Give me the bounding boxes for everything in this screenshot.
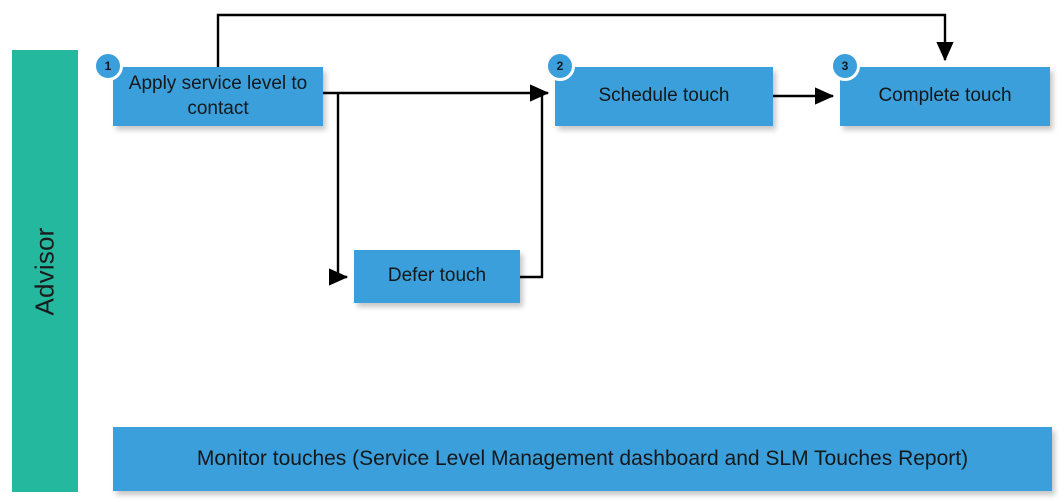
node-schedule-label: Schedule touch — [598, 85, 730, 107]
connector-defer-to-schedule — [520, 94, 544, 279]
node-monitor-touches[interactable]: Monitor touches (Service Level Managemen… — [113, 427, 1052, 491]
node-complete-touch[interactable]: Complete touch — [840, 67, 1050, 126]
node-defer-label: Defer touch — [387, 265, 487, 287]
node-monitor-label: Monitor touches (Service Level Managemen… — [196, 446, 969, 470]
step-badge-3: 3 — [830, 51, 860, 81]
swimlane-advisor: Advisor — [12, 50, 78, 492]
node-apply-service-level[interactable]: Apply service level to contact — [113, 67, 323, 126]
swimlane-label: Advisor — [29, 226, 60, 316]
node-complete-label: Complete touch — [878, 85, 1012, 107]
connector-apply-to-defer — [329, 94, 349, 286]
node-apply-label: Apply service level to contact — [128, 73, 308, 119]
node-defer-touch[interactable]: Defer touch — [354, 250, 520, 303]
step-badge-1: 1 — [93, 51, 123, 81]
step-badge-2: 2 — [545, 51, 575, 81]
node-schedule-touch[interactable]: Schedule touch — [555, 67, 773, 126]
